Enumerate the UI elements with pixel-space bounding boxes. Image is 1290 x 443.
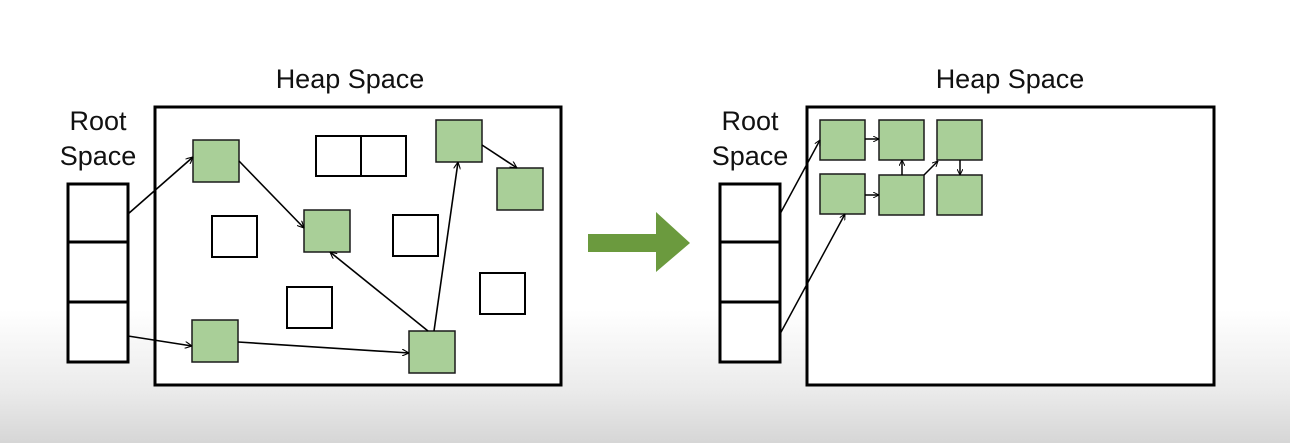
right-root-stack-frame <box>718 182 782 364</box>
transition-arrow <box>588 212 690 272</box>
dead-object <box>360 135 407 177</box>
left-root-stack-frame <box>66 182 130 364</box>
live-object <box>496 167 544 211</box>
right-references <box>779 139 960 335</box>
left-root-title-line2: Space <box>60 141 137 171</box>
live-object <box>192 139 240 183</box>
left-root-title-line1: Root <box>69 106 127 136</box>
reference-arrow <box>779 214 846 335</box>
reference-arrow <box>330 252 429 332</box>
reference-arrow <box>779 140 821 215</box>
live-object <box>303 209 351 253</box>
dead-object <box>392 214 439 257</box>
live-object <box>435 119 483 163</box>
live-object <box>408 330 456 374</box>
reference-arrow <box>481 144 517 168</box>
right-root-title-line2: Space <box>712 141 789 171</box>
right-root-stack <box>718 182 782 364</box>
dead-object <box>315 135 362 177</box>
right-heap-title: Heap Space <box>936 64 1085 94</box>
dead-object <box>211 215 258 258</box>
left-root-stack <box>66 182 130 364</box>
dead-object <box>286 286 333 329</box>
right-heap-box <box>805 105 1216 387</box>
compacted-object <box>936 119 983 161</box>
reference-arrow <box>433 162 458 332</box>
dead-object <box>479 272 526 315</box>
left-panel: Heap Space Root Space <box>60 64 563 387</box>
reference-arrow <box>923 161 938 176</box>
reference-arrow <box>238 160 304 228</box>
compacted-object <box>819 119 866 161</box>
compacted-object <box>936 174 983 216</box>
reference-arrow <box>237 341 409 353</box>
reference-arrow <box>127 335 192 346</box>
live-object <box>191 319 239 363</box>
compacted-object <box>819 173 866 215</box>
reference-arrow <box>127 157 193 215</box>
compacted-object <box>878 174 925 216</box>
left-heap-title: Heap Space <box>276 64 425 94</box>
left-references <box>127 144 517 353</box>
right-panel: Heap Space Root Space <box>712 64 1216 387</box>
right-root-title-line1: Root <box>721 106 779 136</box>
compacted-object <box>878 119 925 161</box>
